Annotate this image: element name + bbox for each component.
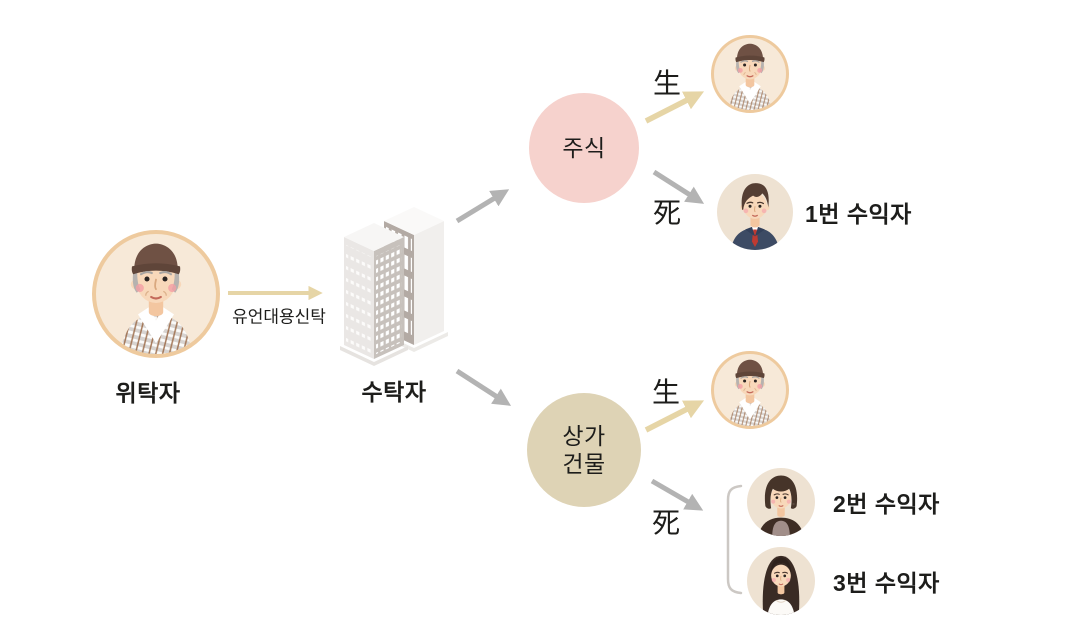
- stocks-life-settlor-avatar: [711, 35, 789, 113]
- trustee-to-stocks-arrow: [455, 189, 510, 224]
- trustee-to-building-arrow: [455, 368, 512, 406]
- trustee-buildings-icon: [336, 196, 451, 376]
- trustee-label: 수탁자: [361, 379, 427, 405]
- young-woman-icon: [747, 547, 815, 615]
- beneficiary-group-bracket: [726, 484, 743, 595]
- trust-arrow-label: 유언대용신탁: [232, 307, 326, 327]
- building-death-label: 死: [651, 508, 681, 539]
- stocks-death-label: 死: [652, 198, 682, 229]
- building-life-label: 生: [651, 378, 681, 409]
- settlor-avatar: [92, 230, 220, 358]
- beneficiary2-label: 2번 수익자: [833, 491, 940, 517]
- beneficiary2-avatar: [747, 468, 815, 536]
- asset-building-label-line2: 건물: [562, 451, 606, 477]
- elderly-man-icon: [714, 38, 786, 110]
- stocks-life-label: 生: [652, 69, 682, 100]
- asset-building-node: 상가 건물: [527, 393, 641, 507]
- building-life-settlor-avatar: [711, 351, 789, 429]
- asset-building-label-line1: 상가: [562, 422, 606, 449]
- settlor-label: 위탁자: [115, 380, 181, 406]
- beneficiary1-label: 1번 수익자: [805, 201, 912, 227]
- elderly-man-icon: [714, 354, 786, 426]
- asset-stocks-node: 주식: [529, 93, 639, 203]
- middle-aged-woman-icon: [747, 468, 815, 536]
- beneficiary3-label: 3번 수익자: [833, 570, 940, 596]
- beneficiary3-avatar: [747, 547, 815, 615]
- beneficiary1-avatar: [717, 174, 793, 250]
- young-man-icon: [717, 174, 793, 250]
- elderly-man-icon: [96, 234, 216, 354]
- asset-stocks-label: 주식: [562, 134, 606, 161]
